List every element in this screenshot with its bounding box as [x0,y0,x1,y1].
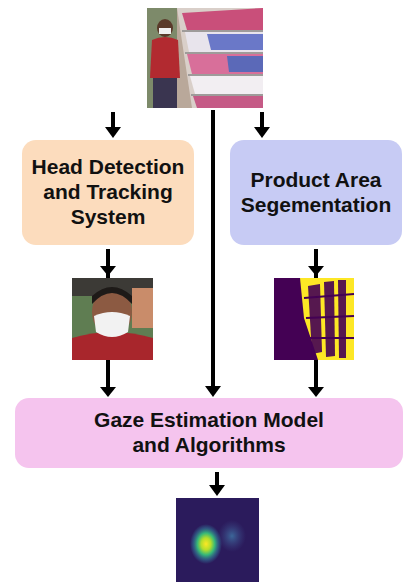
segmentation-mask-image [274,278,354,360]
arrow-head [100,266,116,276]
store-photo [147,8,263,108]
box-label: Product Area Segementation [236,168,396,218]
head-crop-image [72,278,153,360]
box-label: Head Detection and Tracking System [28,155,188,229]
arrow-head [308,387,324,397]
model-box: Gaze Estimation Model and Algorithms [15,398,403,468]
box-label: Gaze Estimation Model and Algorithms [78,408,340,458]
arrow-head [308,266,324,276]
gaze-heatmap-image [176,498,259,582]
process-box: Head Detection and Tracking System [22,140,194,245]
process-box: Product Area Segementation [230,140,402,245]
arrow-head [100,387,116,397]
